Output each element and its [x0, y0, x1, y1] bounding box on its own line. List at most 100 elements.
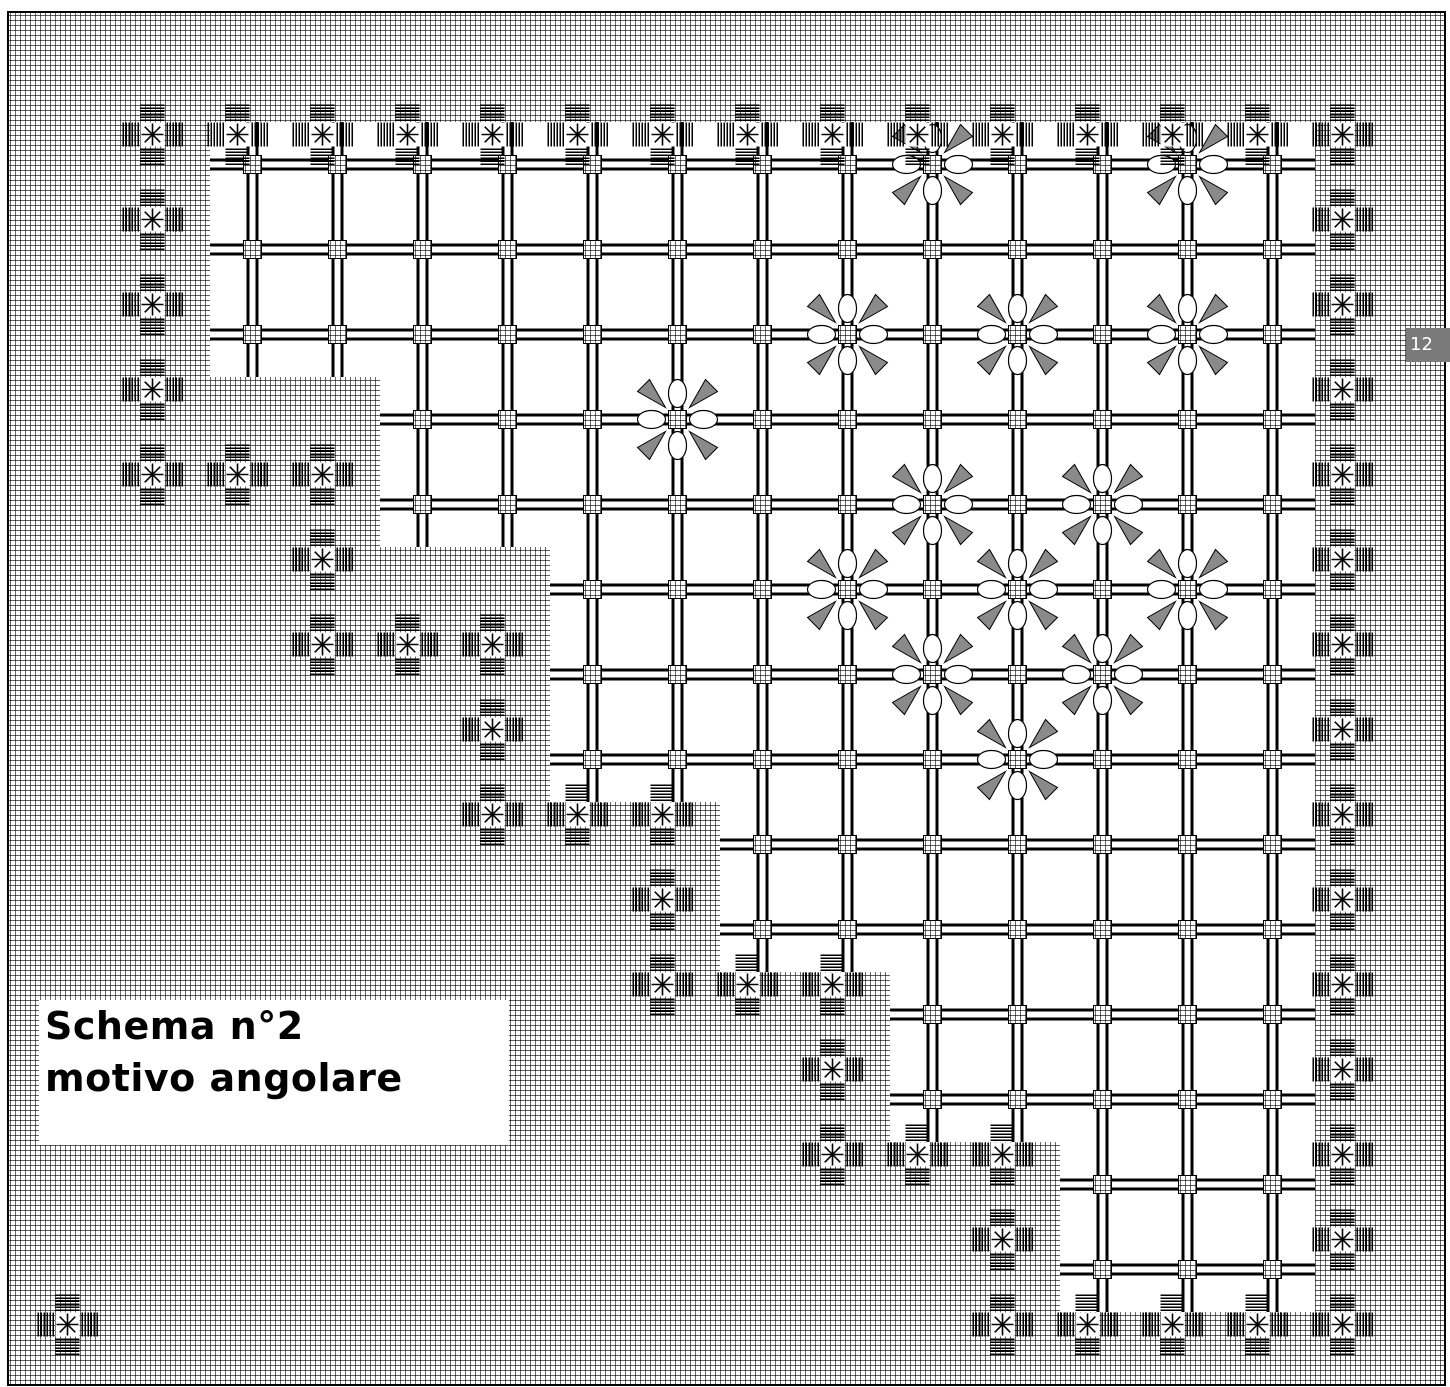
open-block — [1230, 632, 1315, 717]
satin-stitch — [944, 123, 946, 147]
satin-stitch — [1331, 589, 1355, 591]
satin-stitch — [1023, 1143, 1025, 1167]
satin-stitch — [522, 633, 524, 657]
satin-stitch — [302, 463, 304, 487]
satin-stitch — [1369, 718, 1371, 742]
satin-stitch — [1331, 161, 1355, 163]
satin-stitch — [1149, 123, 1151, 147]
satin-stitch — [809, 123, 811, 147]
satin-stitch — [340, 633, 342, 657]
satin-stitch — [847, 973, 849, 997]
satin-stitch — [821, 1099, 845, 1101]
bar-crossing — [584, 751, 602, 769]
satin-stitch — [1331, 715, 1355, 717]
satin-stitch — [1322, 1228, 1324, 1252]
satin-stitch — [1331, 747, 1355, 749]
open-block — [210, 207, 295, 292]
satin-stitch — [774, 123, 776, 147]
satin-stitch — [141, 451, 165, 453]
satin-stitch — [1331, 536, 1355, 538]
satin-stitch — [1331, 1169, 1355, 1171]
satin-stitch — [1161, 105, 1185, 107]
satin-stitch — [1111, 123, 1113, 147]
satin-stitch — [261, 123, 263, 147]
satin-stitch — [1313, 208, 1315, 232]
satin-stitch — [1331, 117, 1355, 119]
satin-stitch — [141, 363, 165, 365]
satin-stitch — [636, 123, 638, 147]
satin-stitch — [1360, 633, 1362, 657]
satin-stitch — [170, 463, 172, 487]
satin-stitch — [513, 123, 515, 147]
satin-stitch — [651, 885, 675, 887]
flower-petal — [1200, 581, 1228, 599]
satin-stitch — [176, 378, 178, 402]
satin-stitch — [736, 164, 760, 166]
satin-stitch — [1246, 1354, 1270, 1356]
flower-petal — [1179, 295, 1197, 323]
satin-stitch — [1331, 914, 1355, 916]
satin-stitch — [481, 756, 505, 758]
bar-crossing — [1094, 326, 1112, 344]
satin-stitch — [633, 973, 635, 997]
satin-stitch — [463, 123, 465, 147]
open-block — [805, 632, 890, 717]
satin-stitch — [516, 123, 518, 147]
satin-stitch — [311, 448, 335, 450]
satin-stitch — [141, 158, 165, 160]
satin-stitch — [1246, 1345, 1270, 1347]
satin-stitch — [1331, 838, 1355, 840]
satin-stitch — [651, 873, 675, 875]
satin-stitch — [1193, 123, 1195, 147]
satin-stitch — [1246, 1351, 1270, 1353]
satin-stitch — [481, 794, 505, 796]
satin-stitch — [1316, 548, 1318, 572]
open-block — [975, 1057, 1060, 1142]
open-block — [1230, 717, 1315, 802]
satin-stitch — [481, 671, 505, 673]
satin-stitch — [1331, 1137, 1355, 1139]
satin-stitch — [991, 149, 1015, 151]
satin-stitch — [1366, 633, 1368, 657]
satin-stitch — [651, 1011, 675, 1013]
satin-stitch — [1032, 1228, 1034, 1252]
satin-stitch — [138, 208, 140, 232]
satin-stitch — [1360, 293, 1362, 317]
satin-stitch — [1366, 718, 1368, 742]
satin-stitch — [888, 1143, 890, 1167]
satin-stitch — [604, 123, 606, 147]
satin-stitch — [566, 844, 590, 846]
satin-stitch — [651, 961, 675, 963]
satin-stitch — [906, 1172, 930, 1174]
satin-stitch — [973, 1143, 975, 1167]
satin-stitch — [226, 448, 250, 450]
satin-stitch — [1363, 1228, 1365, 1252]
satin-stitch — [1313, 548, 1315, 572]
satin-stitch — [1369, 123, 1371, 147]
satin-stitch — [182, 208, 184, 232]
satin-stitch — [821, 117, 845, 119]
satin-stitch — [1076, 114, 1100, 116]
satin-stitch — [1331, 750, 1355, 752]
open-block — [890, 547, 975, 632]
satin-stitch — [507, 718, 509, 742]
satin-stitch — [1331, 1216, 1355, 1218]
satin-stitch — [1360, 378, 1362, 402]
satin-stitch — [126, 293, 128, 317]
bar-crossing — [839, 581, 857, 599]
satin-stitch — [1331, 413, 1355, 415]
bar-crossing — [414, 496, 432, 514]
open-block — [1145, 802, 1230, 887]
satin-stitch — [821, 1134, 845, 1136]
satin-stitch — [1331, 319, 1355, 321]
satin-stitch — [1319, 208, 1321, 232]
flower-petal — [1094, 635, 1112, 663]
satin-stitch — [56, 1351, 80, 1353]
satin-stitch — [1360, 718, 1362, 742]
satin-stitch — [1076, 161, 1100, 163]
satin-stitch — [1023, 123, 1025, 147]
satin-stitch — [1020, 1143, 1022, 1167]
satin-stitch — [1331, 120, 1355, 122]
satin-stitch — [718, 123, 720, 147]
